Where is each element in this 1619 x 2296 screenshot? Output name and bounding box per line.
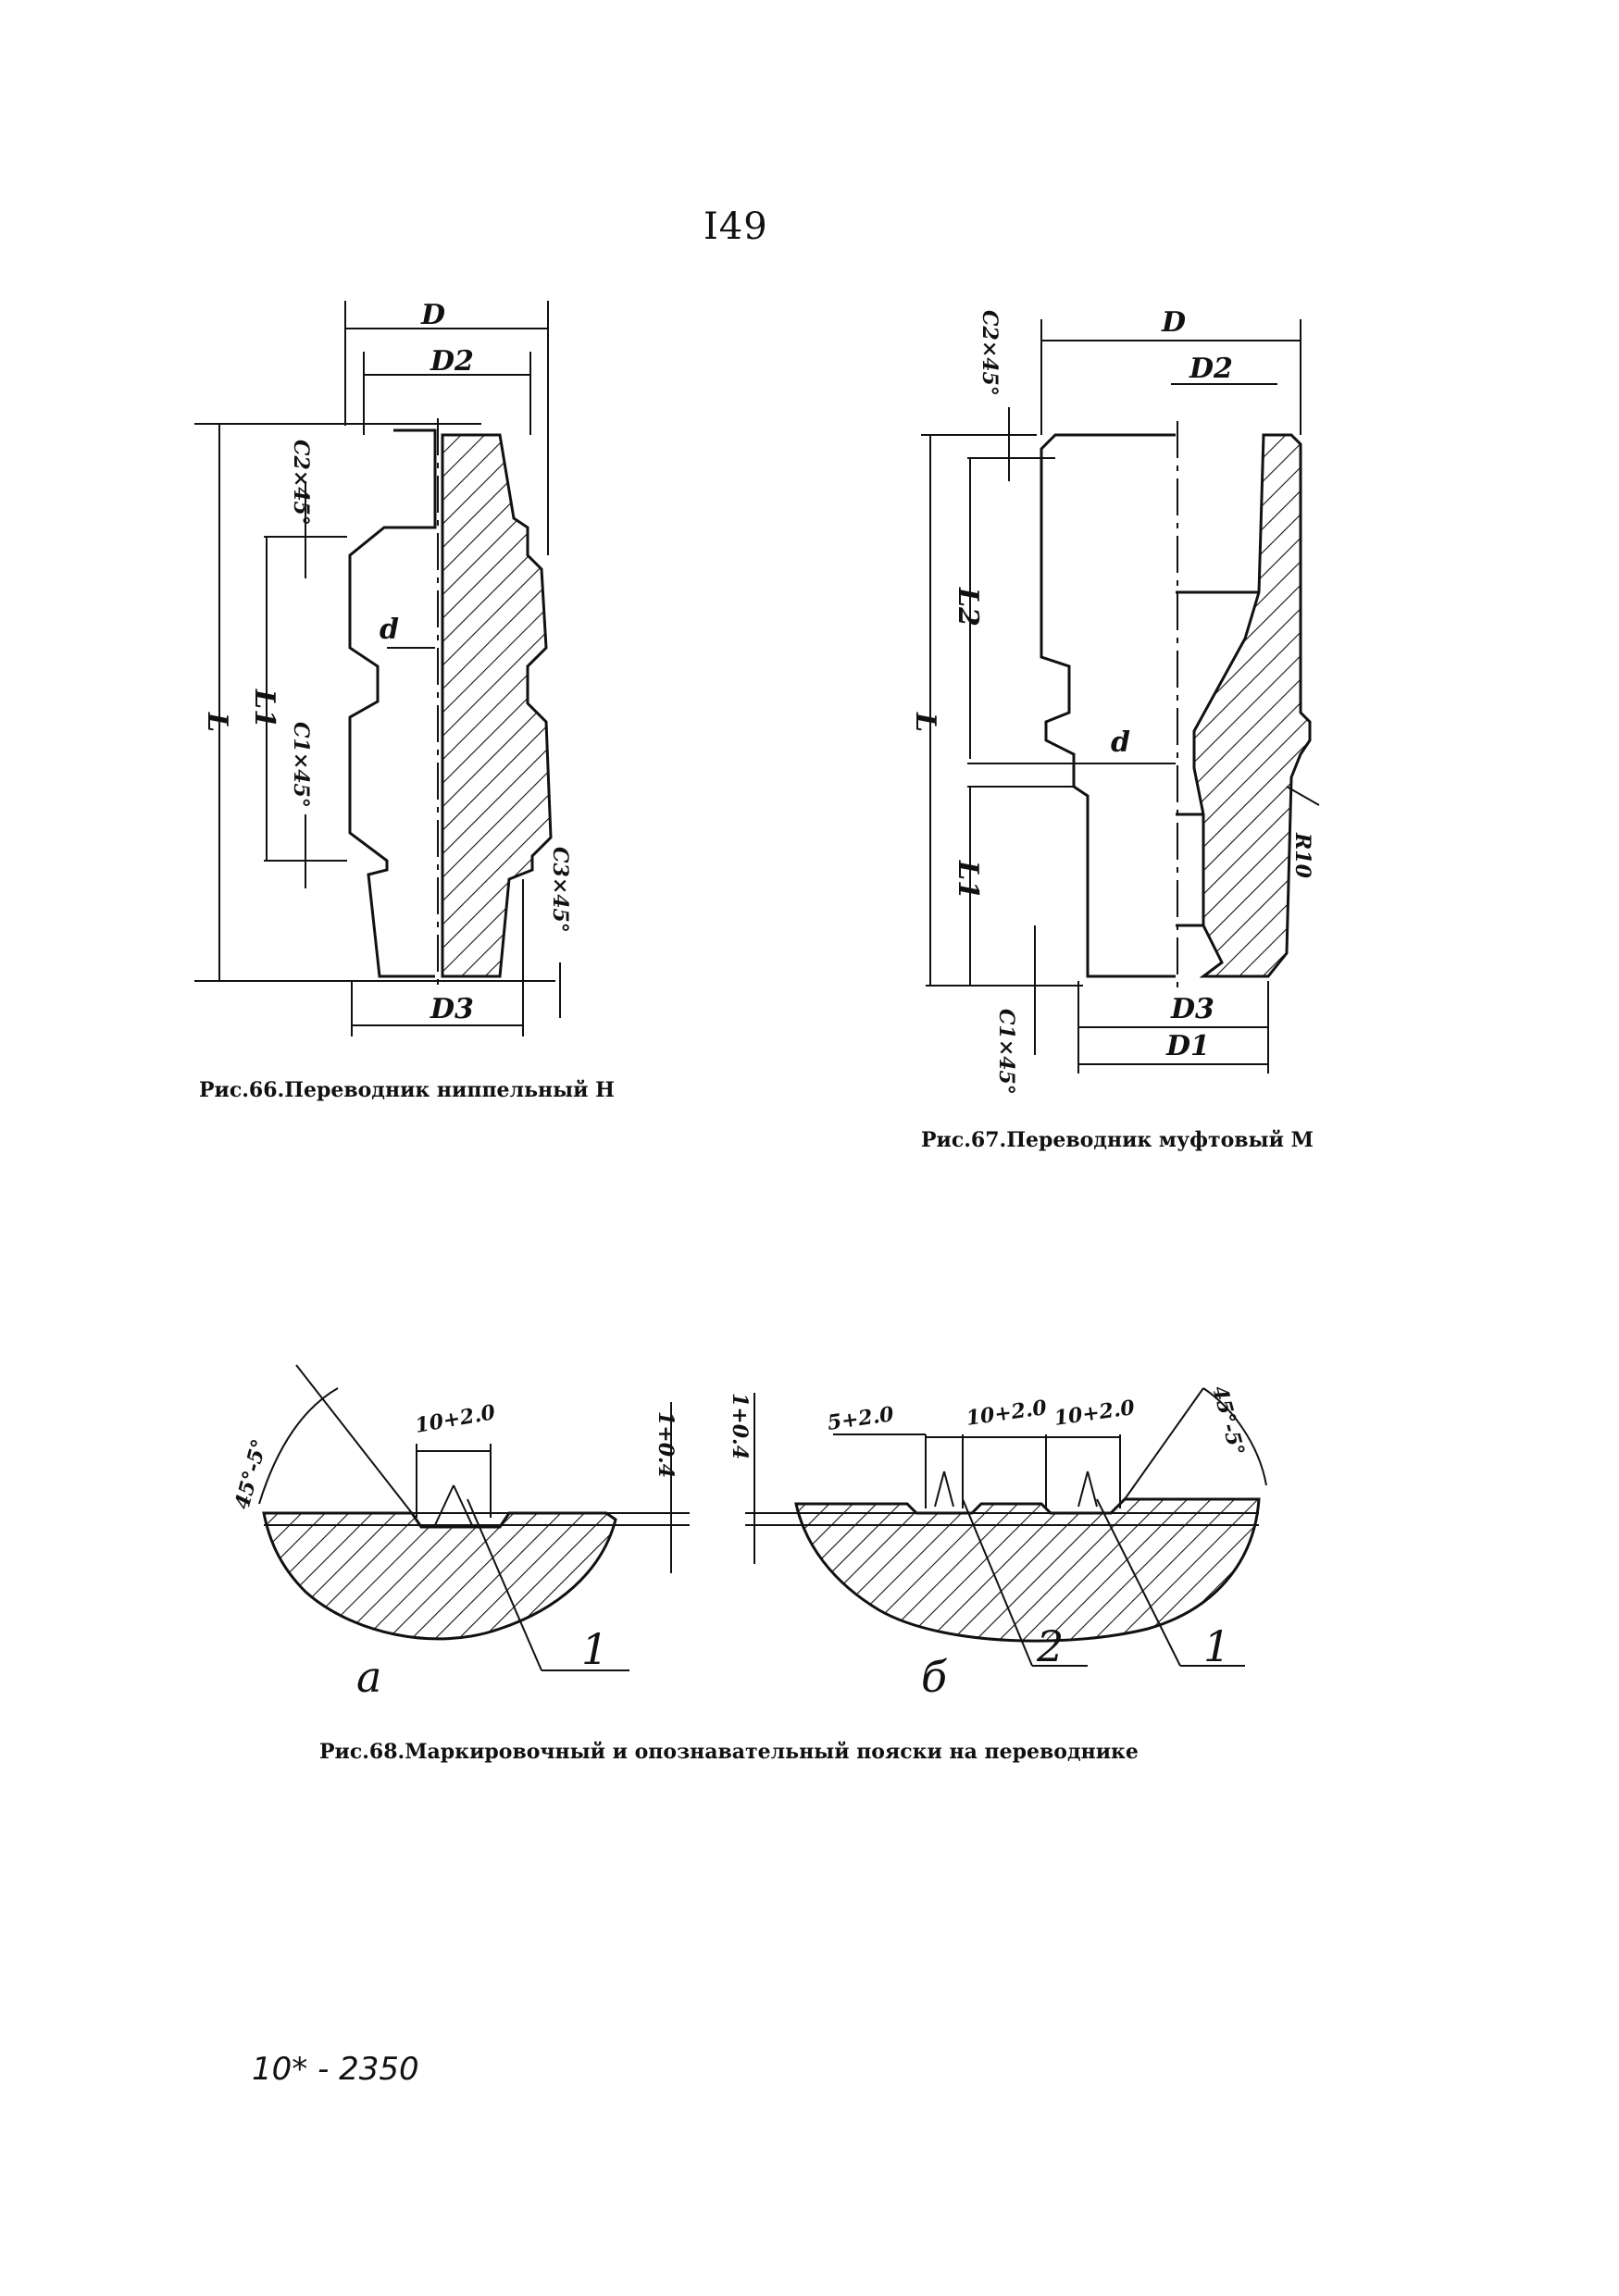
fig67-label-L: L xyxy=(909,712,941,732)
fig67-label-L1: L1 xyxy=(952,860,984,900)
fig67-label-C1: C1×45° xyxy=(994,1009,1018,1095)
fig68b-drawing xyxy=(745,1387,1267,1667)
fig67-label-L2: L2 xyxy=(952,587,984,627)
fig66-labels: D D2 D3 d L L1 C1×45° C2×45° C3×45° xyxy=(201,299,572,1025)
fig66-label-D: D xyxy=(420,299,445,331)
page-number: I49 xyxy=(704,205,768,248)
fig68-label-angle-b: 45°-5° xyxy=(1207,1384,1249,1458)
fig68a-drawing xyxy=(258,1364,690,1671)
fig68-sub-a: а xyxy=(356,1652,381,1702)
fig67-label-D2: D2 xyxy=(1189,353,1233,385)
fig68-label-width3-b: 10+2.0 xyxy=(1052,1396,1137,1431)
fig67-label-C2: C2×45° xyxy=(978,310,1002,396)
fig67-label-D1: D1 xyxy=(1165,1030,1210,1062)
fig68-labels: 45°-5° 10+2.0 1+0.4 1+0.4 5+2.0 10+2.0 1… xyxy=(230,1384,1250,1702)
fig66-caption: Рис.66.Переводник ниппельный Н xyxy=(199,1078,615,1102)
fig66-label-L: L xyxy=(201,712,233,732)
fig66-label-C1: C1×45° xyxy=(289,722,313,808)
fig68-caption: Рис.68.Маркировочный и опознавательный п… xyxy=(319,1740,1139,1764)
fig68-mark-2b: 2 xyxy=(1036,1621,1064,1671)
fig68-label-width1-b: 5+2.0 xyxy=(826,1402,896,1435)
fig68a-section xyxy=(262,1511,617,1641)
fig67-label-d: d xyxy=(1111,726,1130,759)
fig68-mark-1a: 1 xyxy=(581,1624,608,1674)
fig68-sub-b: б xyxy=(921,1652,948,1702)
fig68-mark-1b: 1 xyxy=(1203,1621,1230,1671)
fig68-label-width-a: 10+2.0 xyxy=(414,1400,498,1438)
fig67-section xyxy=(1192,433,1312,978)
fig66-drawing xyxy=(194,301,561,1036)
fig67-label-D3: D3 xyxy=(1170,993,1214,1025)
fig66-label-D3: D3 xyxy=(430,993,474,1025)
fig68-label-width2-b: 10+2.0 xyxy=(965,1396,1049,1431)
fig66-label-C2: C2×45° xyxy=(289,440,313,526)
fig67-outline xyxy=(1040,433,1176,978)
fig68-label-depth-b: 1+0.4 xyxy=(728,1393,752,1459)
fig66-label-L1: L1 xyxy=(248,689,280,728)
fig67-caption: Рис.67.Переводник муфтовый М xyxy=(921,1128,1314,1152)
fig68b-section xyxy=(794,1497,1261,1643)
fig66-label-D2: D2 xyxy=(430,345,474,378)
fig66-label-C3: C3×45° xyxy=(548,847,572,933)
fig68-label-angle-a: 45°-5° xyxy=(230,1436,272,1511)
fig67-labels: D D2 D3 D1 d L L2 L1 C2×45° C1×45° R10 xyxy=(909,306,1314,1095)
fig67-label-R: R10 xyxy=(1290,832,1314,879)
fig66-outline xyxy=(348,428,437,978)
fig66-section xyxy=(441,433,553,978)
fig67-drawing xyxy=(921,319,1320,1074)
footer-note: 10* - 2350 xyxy=(252,2051,419,2088)
fig68-label-depth-a: 1+0.4 xyxy=(654,1411,678,1478)
fig67-label-D: D xyxy=(1161,306,1186,339)
fig66-label-d: d xyxy=(380,614,399,646)
